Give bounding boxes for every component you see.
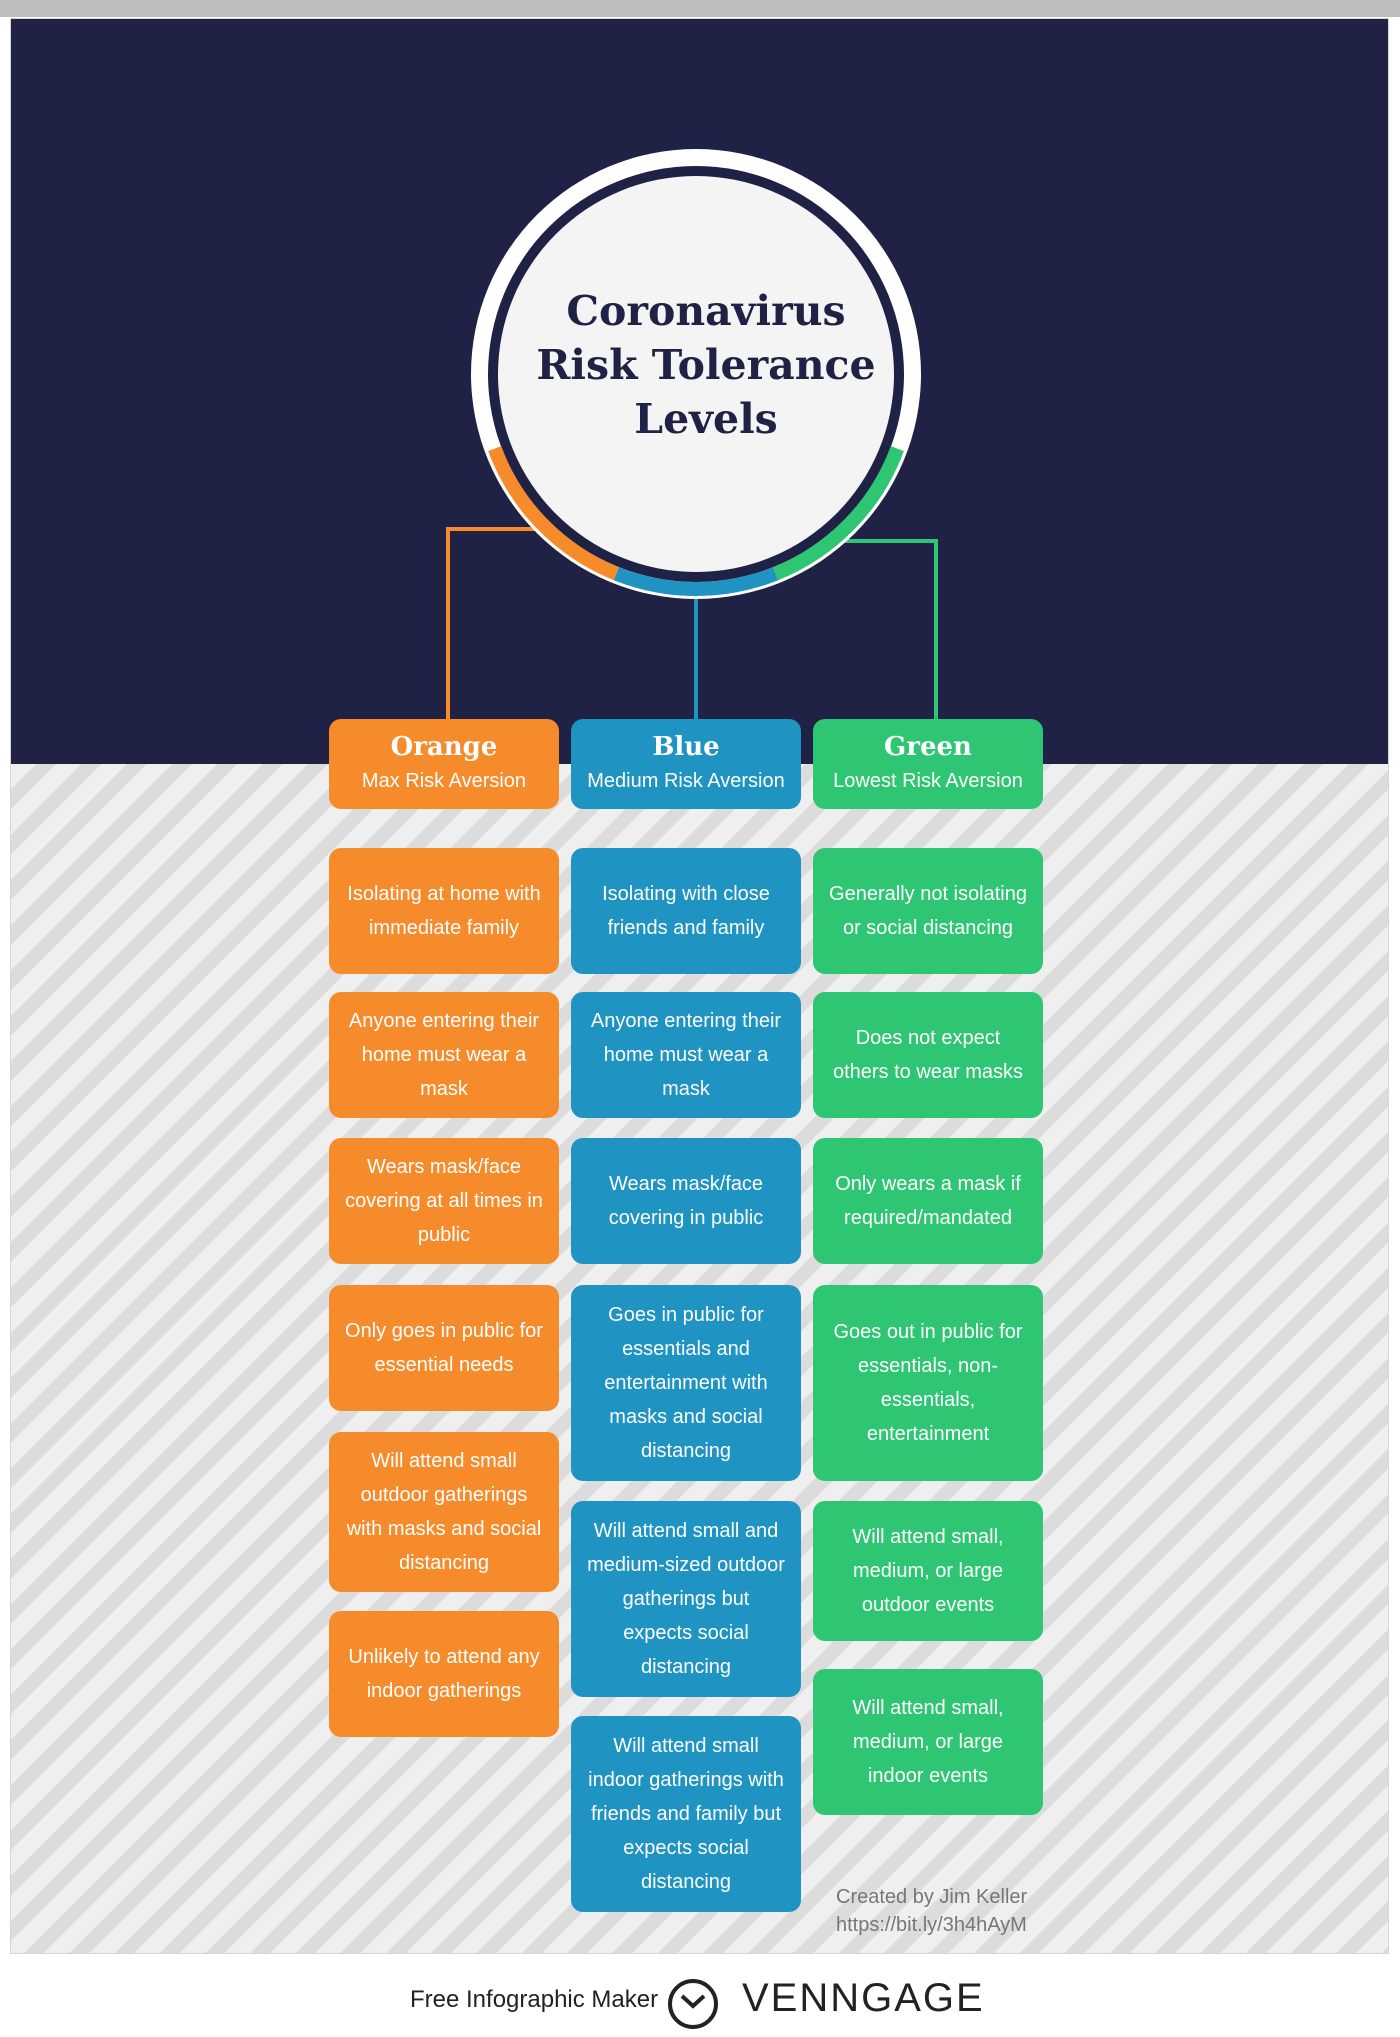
- level-subtitle: Max Risk Aversion: [361, 770, 527, 792]
- green-card: Goes out in public for essentials, non-e…: [813, 1285, 1043, 1481]
- blue-card: Wears mask/face covering in public: [571, 1138, 801, 1264]
- header-blue: Blue Medium Risk Aversion: [571, 719, 801, 809]
- green-card: Does not expect others to wear masks: [813, 992, 1043, 1118]
- orange-card: Anyone entering their home must wear a m…: [329, 992, 559, 1118]
- credit-author: Created by Jim Keller: [836, 1886, 1028, 1908]
- orange-card: Unlikely to attend any indoor gatherings: [329, 1611, 559, 1737]
- footer-brand[interactable]: VENNGAGE: [742, 1976, 985, 2020]
- title-circle: [471, 149, 921, 599]
- page-title: Coronavirus Risk Tolerance Levels: [536, 287, 876, 443]
- level-subtitle: Lowest Risk Aversion: [833, 770, 1023, 792]
- level-name: Green: [884, 732, 972, 762]
- green-card: Will attend small, medium, or large outd…: [813, 1501, 1043, 1641]
- orange-card: Will attend small outdoor gatherings wit…: [329, 1432, 559, 1592]
- level-subtitle: Medium Risk Aversion: [587, 770, 785, 792]
- browser-top-bar: [0, 0, 1400, 17]
- green-card: Only wears a mask if required/mandated: [813, 1138, 1043, 1264]
- green-card: Generally not isolating or social distan…: [813, 848, 1043, 974]
- title-badge: Coronavirus Risk Tolerance Levels: [11, 19, 1388, 764]
- header-orange: Orange Max Risk Aversion: [329, 719, 559, 809]
- footer: Free Infographic Maker VENNGAGE: [0, 1960, 1400, 2037]
- connector-lines: [446, 527, 938, 719]
- blue-card: Anyone entering their home must wear a m…: [571, 992, 801, 1118]
- blue-card: Will attend small and medium-sized outdo…: [571, 1501, 801, 1697]
- credit-link[interactable]: https://bit.ly/3h4hAyM: [836, 1914, 1027, 1936]
- blue-card: Will attend small indoor gatherings with…: [571, 1716, 801, 1912]
- footer-tagline[interactable]: Free Infographic Maker: [410, 1986, 659, 2013]
- blue-card: Goes in public for essentials and entert…: [571, 1285, 801, 1481]
- infographic: Coronavirus Risk Tolerance Levels Orange…: [10, 18, 1389, 1954]
- orange-card: Isolating at home with immediate family: [329, 848, 559, 974]
- venngage-logo-icon[interactable]: [665, 1974, 721, 2030]
- orange-card: Only goes in public for essential needs: [329, 1285, 559, 1411]
- credit: Created by Jim Keller https://bit.ly/3h4…: [836, 1883, 1027, 1939]
- header-green: Green Lowest Risk Aversion: [813, 719, 1043, 809]
- level-name: Orange: [390, 732, 498, 762]
- orange-card: Wears mask/face covering at all times in…: [329, 1138, 559, 1264]
- blue-card: Isolating with close friends and family: [571, 848, 801, 974]
- green-card: Will attend small, medium, or large indo…: [813, 1669, 1043, 1815]
- level-name: Blue: [652, 732, 720, 762]
